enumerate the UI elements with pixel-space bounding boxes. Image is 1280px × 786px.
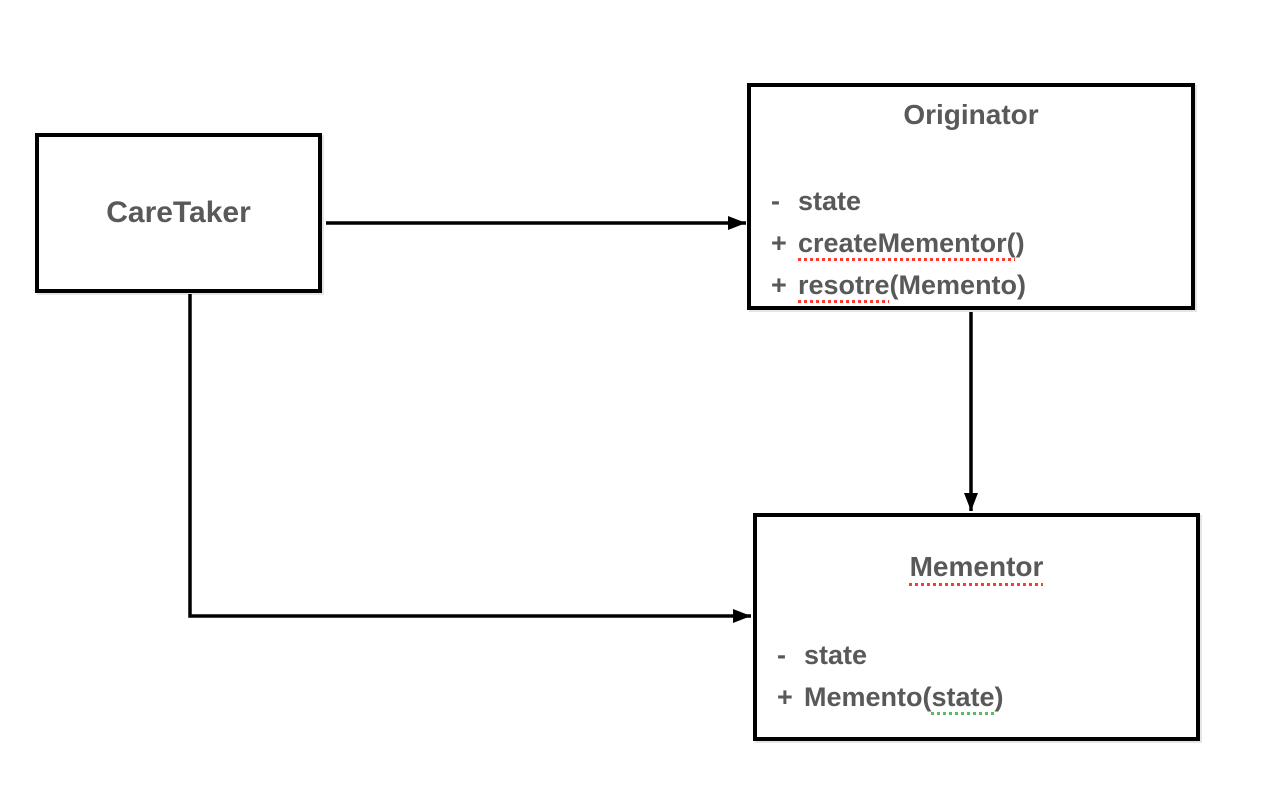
visibility-minus: - (777, 640, 786, 670)
class-box-mementor: Mementor - state + Memento(state) (753, 513, 1200, 741)
member-text: createMementor() (798, 222, 1025, 264)
member-text-part: ) (1015, 228, 1025, 258)
member-text-part: Memento( (804, 682, 932, 712)
visibility-plus: + (771, 228, 787, 258)
visibility-minus: - (771, 186, 780, 216)
member-state: - state (777, 634, 1190, 676)
visibility-plus: + (777, 682, 793, 712)
member-text-part: state (798, 186, 862, 216)
member-text: state (798, 180, 861, 222)
member-text-part-spellcheck: createMementor( (798, 228, 1016, 258)
member-state: - state (771, 180, 1185, 222)
visibility-plus: + (771, 270, 787, 300)
class-title-caretaker: CareTaker (106, 196, 251, 229)
arrow-caretaker-to-mementor (188, 294, 751, 623)
member-text-part-spellcheck: resotre (798, 270, 890, 300)
member-text: Memento(state) (804, 676, 1004, 718)
class-box-caretaker: CareTaker (35, 133, 322, 293)
class-title-mementor: Mementor (757, 551, 1196, 583)
member-text-part: ) (994, 682, 1004, 712)
class-box-originator: Originator - state + createMementor() + … (747, 83, 1195, 310)
member-memento-constructor: + Memento(state) (777, 676, 1190, 718)
member-text-part: state (804, 640, 868, 670)
member-text: state (804, 634, 867, 676)
member-resotre: + resotre(Memento) (771, 264, 1185, 306)
member-text-part-grammar: state (931, 682, 995, 712)
member-create-mementor: + createMementor() (771, 222, 1185, 264)
class-title-originator: Originator (903, 99, 1039, 130)
originator-members: - state + createMementor() + resotre(Mem… (771, 180, 1185, 306)
class-title-mementor-text: Mementor (909, 551, 1044, 582)
member-text: resotre(Memento) (798, 264, 1026, 306)
member-text-part: (Memento) (889, 270, 1027, 300)
mementor-members: - state + Memento(state) (777, 634, 1190, 718)
